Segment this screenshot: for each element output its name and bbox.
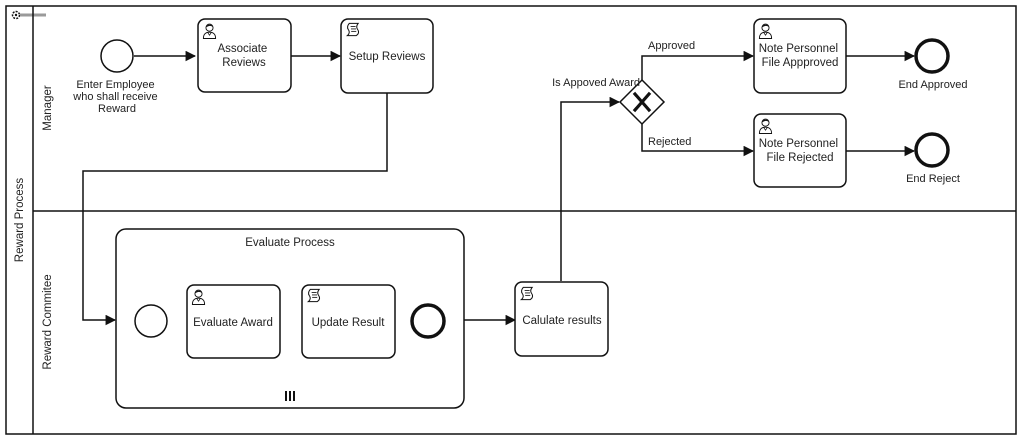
pool-label: Reward Process xyxy=(14,178,26,263)
task-associate-reviews-label: Associate Reviews xyxy=(217,43,270,69)
cog-logo-icon xyxy=(11,10,46,20)
pool xyxy=(5,5,1017,435)
lane-label-committee: Reward Commitee xyxy=(42,274,54,369)
sequence-flows xyxy=(82,50,916,327)
task-setup-reviews[interactable]: Setup Reviews xyxy=(340,18,434,94)
subprocess-evaluate-process[interactable] xyxy=(115,228,465,409)
task-note-rejected-label: Note Personnel File Rejected xyxy=(759,138,841,164)
task-note-rejected[interactable]: Note Personnel File Rejected xyxy=(753,113,847,188)
end-event-reject-label: End Reject xyxy=(906,173,960,185)
multi-instance-icon xyxy=(285,391,295,401)
script-icon xyxy=(346,22,360,37)
task-setup-reviews-label: Setup Reviews xyxy=(349,51,426,63)
subprocess-end-event[interactable] xyxy=(410,303,446,339)
task-note-approved[interactable]: Note Personnel File Appproved xyxy=(753,18,847,94)
script-icon xyxy=(520,286,534,301)
end-event-approved[interactable] xyxy=(914,38,950,74)
gateway-label: Is Appoved Award xyxy=(552,77,640,89)
subprocess-title: Evaluate Process xyxy=(245,237,335,249)
task-evaluate-award[interactable]: Evaluate Award xyxy=(186,284,281,359)
flow-calculate-to-gateway xyxy=(560,96,621,281)
exclusive-x-icon xyxy=(632,91,652,113)
flow-label-rejected: Rejected xyxy=(648,136,691,148)
task-calculate-results[interactable]: Calulate results xyxy=(514,281,609,357)
start-event-label: Enter Employee who shall receive Reward xyxy=(72,79,160,115)
start-event[interactable] xyxy=(100,39,134,73)
script-icon xyxy=(307,288,321,303)
task-evaluate-award-label: Evaluate Award xyxy=(193,317,273,329)
task-associate-reviews[interactable]: Associate Reviews xyxy=(197,18,292,93)
task-note-approved-label: Note Personnel File Appproved xyxy=(759,43,841,69)
subprocess-start-event[interactable] xyxy=(134,304,168,338)
exclusive-gateway[interactable] xyxy=(618,78,666,126)
end-event-reject[interactable] xyxy=(914,132,950,168)
lane-label-manager: Manager xyxy=(42,85,54,131)
flow-label-approved: Approved xyxy=(648,40,695,52)
flow-setup-to-subprocess xyxy=(82,93,388,326)
flow-gateway-rejected xyxy=(641,124,755,157)
flow-gateway-approved xyxy=(641,50,755,80)
task-calculate-results-label: Calulate results xyxy=(522,315,602,327)
end-event-approved-label: End Approved xyxy=(898,79,967,91)
task-update-result-label: Update Result xyxy=(312,317,386,329)
task-update-result[interactable]: Update Result xyxy=(301,284,396,359)
